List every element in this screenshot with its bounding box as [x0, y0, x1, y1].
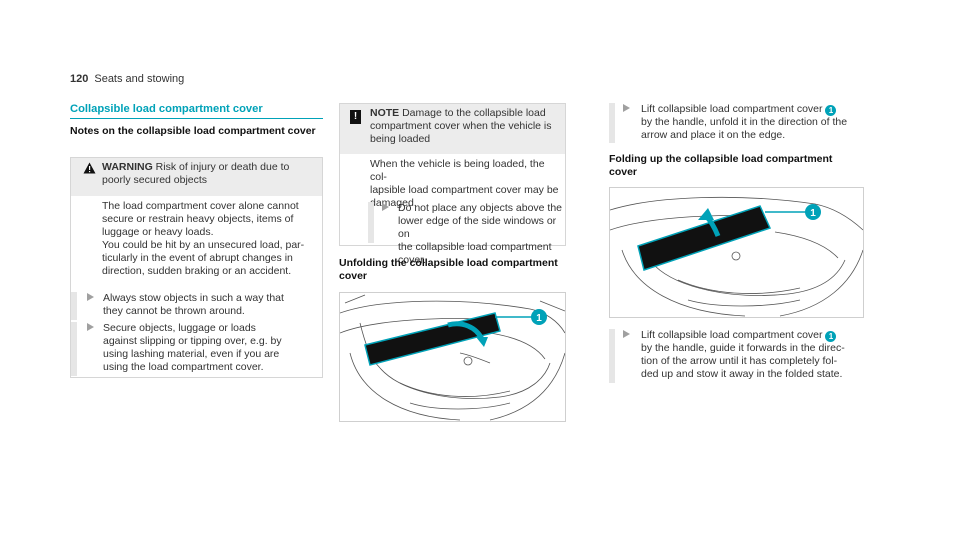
step-line: by the handle, guide it forwards in the …: [641, 342, 845, 354]
note-body-line: damaged.: [370, 197, 417, 209]
callout-number: 1: [810, 208, 816, 219]
page-header: 120 Seats and stowing: [70, 73, 184, 85]
section-name: Seats and stowing: [94, 73, 185, 85]
step-line: using the load compartment cover.: [103, 361, 264, 373]
callout-number: 1: [536, 313, 542, 324]
note-title-2: compartment cover when the vehicle is: [370, 120, 552, 132]
trunk-unfold-image: 1: [340, 294, 565, 421]
step-line: ded up and stow it away in the folded st…: [641, 368, 843, 380]
note-body-line: When the vehicle is being loaded, the co…: [370, 158, 545, 183]
step-arrow-icon: [87, 293, 94, 301]
note-label: NOTE: [370, 107, 400, 119]
note-body: When the vehicle is being loaded, the co…: [370, 158, 562, 210]
heading-line: cover: [339, 270, 368, 282]
warning-box: WARNING Risk of injury or death due to p…: [70, 157, 323, 378]
heading-line: Unfolding the collapsible load compartme…: [339, 257, 558, 269]
step-arrow-icon: [623, 330, 630, 338]
step-line: Do not place any objects above the: [398, 202, 563, 214]
warning-body: The load compartment cover alone cannot …: [102, 200, 317, 278]
step-line: Lift collapsible load compartment cover: [641, 103, 823, 115]
step-line: the collapsible load compartment cover.: [398, 241, 552, 266]
step-arrow-icon: [623, 104, 630, 112]
step-line: by the handle, unfold it in the directio…: [641, 116, 848, 128]
note-box: ! NOTE Damage to the collapsible load co…: [339, 103, 566, 266]
step-line: tion of the arrow until it has completel…: [641, 355, 838, 367]
warning-title-2: poorly secured objects: [102, 174, 208, 186]
warning-body-line: direction, sudden braking or an accident…: [102, 265, 292, 277]
warning-triangle-icon: [83, 162, 96, 174]
fold-heading: Folding up the collapsible load compartm…: [609, 153, 864, 179]
warning-header: WARNING Risk of injury or death due to p…: [71, 158, 322, 196]
step-line: Always stow objects in such a way that: [103, 292, 284, 304]
note-body-line: lapsible load compartment cover may be: [370, 184, 559, 196]
callout-badge: 1: [825, 331, 837, 342]
exclamation-icon: !: [350, 110, 361, 124]
step-line: lower edge of the side windows or on: [398, 215, 557, 240]
step-line: against slipping or tipping over, e.g. b…: [103, 335, 282, 347]
page-number: 120: [70, 73, 89, 85]
section-title: Collapsible load compartment cover: [70, 103, 263, 115]
fold-step: Lift collapsible load compartment cover …: [609, 329, 864, 383]
step-line: Lift collapsible load compartment cover: [641, 329, 823, 341]
warning-body-line: ticularly in the event of abrupt changes…: [102, 252, 293, 264]
warning-step-2: Secure objects, luggage or loads against…: [71, 322, 321, 376]
warning-body-line: luggage or heavy loads.: [102, 226, 214, 238]
trunk-fold-image: 1: [610, 196, 863, 317]
section-rule: [70, 118, 323, 119]
heading-line: cover: [609, 166, 638, 178]
step-arrow-icon: [382, 203, 389, 211]
note-title-3: being loaded: [370, 133, 431, 145]
unfold-illustration: 1: [339, 292, 566, 422]
step-line: using lashing material, even if you are: [103, 348, 280, 360]
notes-heading: Notes on the collapsible load compartmen…: [70, 125, 316, 137]
warning-label: WARNING: [102, 161, 153, 173]
warning-body-line: secure or restrain heavy objects, items …: [102, 213, 294, 225]
unfold-heading: Unfolding the collapsible load compartme…: [339, 257, 579, 283]
warning-body-line: The load compartment cover alone cannot: [102, 200, 299, 212]
step-line: they cannot be thrown around.: [103, 305, 245, 317]
step-line: arrow and place it on the edge.: [641, 129, 786, 141]
callout-badge: 1: [825, 105, 837, 116]
note-title-1: Damage to the collapsible load: [402, 107, 546, 119]
fold-illustration: 1: [609, 187, 864, 318]
warning-step-1: Always stow objects in such a way that t…: [71, 292, 321, 320]
note-step: Do not place any objects above the lower…: [368, 202, 564, 266]
heading-line: Folding up the collapsible load compartm…: [609, 153, 833, 165]
warning-title-1: Risk of injury or death due to: [155, 161, 290, 173]
step-arrow-icon: [87, 323, 94, 331]
note-header: ! NOTE Damage to the collapsible load co…: [340, 104, 565, 154]
step-line: Secure objects, luggage or loads: [103, 322, 256, 334]
warning-body-line: You could be hit by an unsecured load, p…: [102, 239, 305, 251]
unfold-step: Lift collapsible load compartment cover …: [609, 103, 864, 143]
